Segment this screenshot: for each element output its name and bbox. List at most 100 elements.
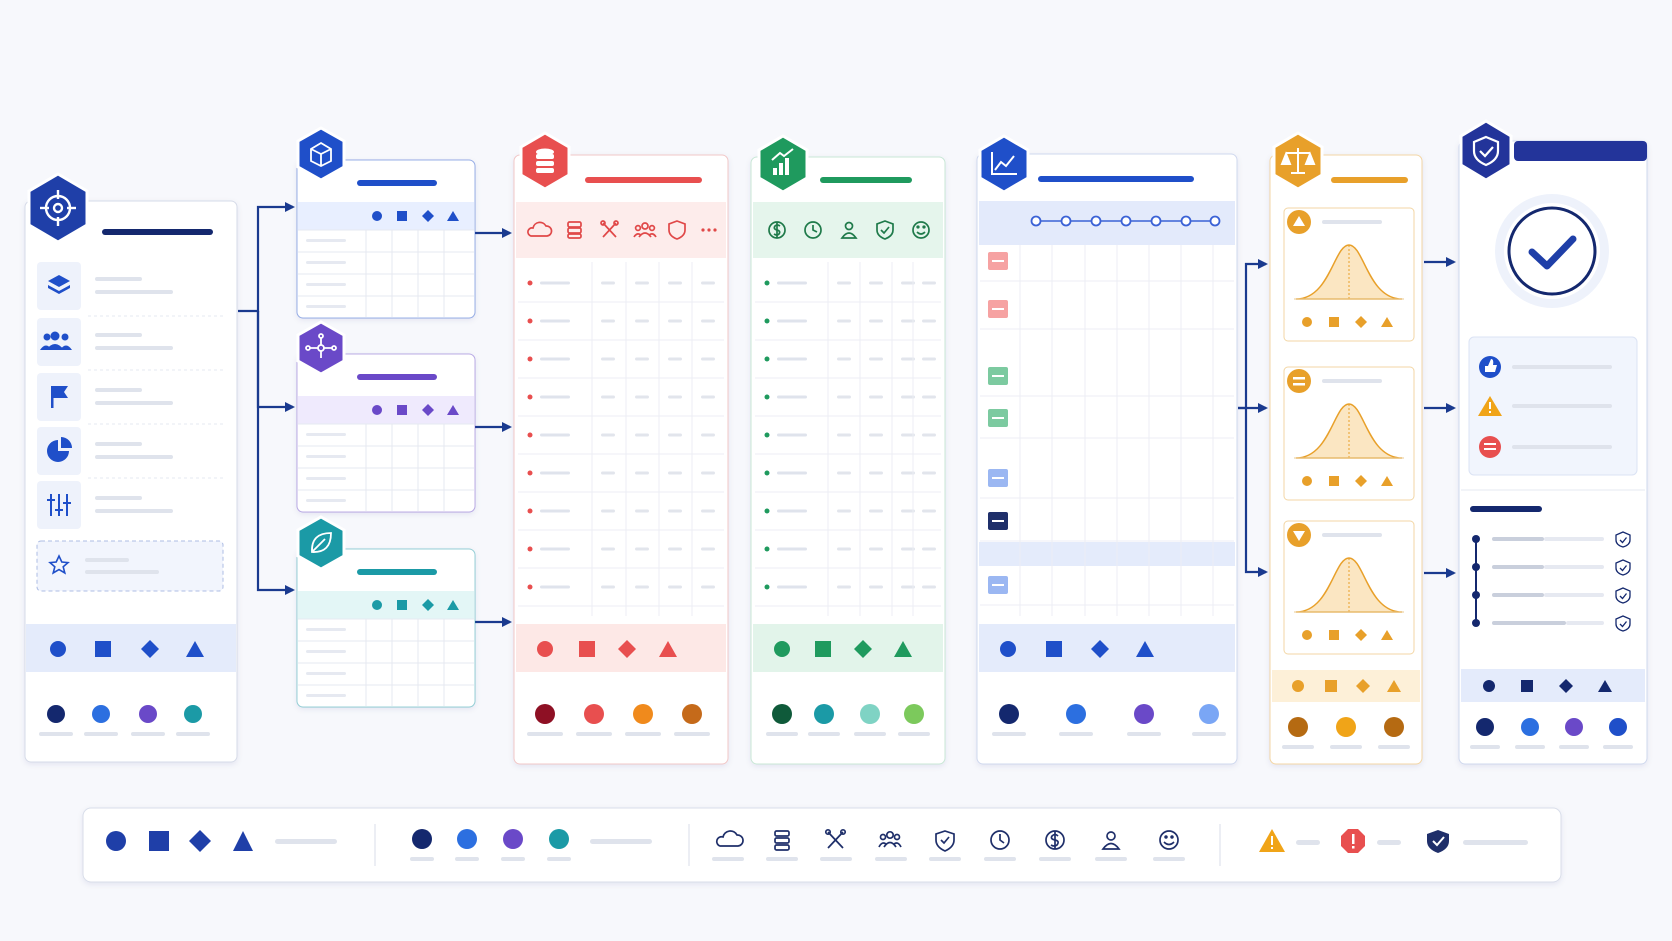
timeline-row[interactable] <box>980 300 1234 330</box>
tools-icon[interactable] <box>824 828 847 849</box>
timeline-node[interactable] <box>1120 215 1132 227</box>
dollar-icon[interactable] <box>1045 830 1065 850</box>
secure-icon[interactable] <box>1427 830 1449 853</box>
server-icon[interactable] <box>567 221 582 239</box>
table-row[interactable] <box>518 508 724 531</box>
smile-icon[interactable] <box>912 221 930 239</box>
palette-swatch[interactable] <box>1476 718 1494 736</box>
palette-swatch[interactable] <box>772 704 792 724</box>
checklist-item[interactable] <box>1472 587 1631 604</box>
palette-swatch[interactable] <box>904 704 924 724</box>
palette-swatch[interactable] <box>682 704 702 724</box>
sub-panel[interactable] <box>296 320 476 513</box>
palette-swatch[interactable] <box>1288 717 1308 737</box>
dollar-icon[interactable] <box>768 221 786 239</box>
legend-color-swatch[interactable] <box>503 829 523 849</box>
table-row[interactable] <box>518 394 724 417</box>
timeline-row[interactable] <box>980 252 1234 282</box>
timeline-node[interactable] <box>1060 215 1072 227</box>
list-item[interactable] <box>37 262 173 310</box>
table-row[interactable] <box>755 546 941 569</box>
square-shape[interactable] <box>149 831 169 851</box>
circle-shape[interactable] <box>106 831 126 851</box>
cloud-icon[interactable] <box>527 221 553 237</box>
timeline-node[interactable] <box>1209 215 1221 227</box>
checklist-item[interactable] <box>1472 559 1631 576</box>
table-row[interactable] <box>755 394 941 417</box>
list-item[interactable] <box>37 427 173 475</box>
team-icon[interactable] <box>878 830 902 848</box>
table-row[interactable] <box>518 432 724 455</box>
palette-swatch[interactable] <box>860 704 880 724</box>
status-item[interactable] <box>1479 356 1612 378</box>
table-row[interactable] <box>755 470 941 493</box>
shield-icon[interactable] <box>876 220 894 240</box>
list-item[interactable] <box>37 318 173 366</box>
timeline-row[interactable] <box>980 367 1234 397</box>
table-row[interactable] <box>755 356 941 379</box>
status-item[interactable] <box>1478 396 1612 416</box>
palette-swatch[interactable] <box>1336 717 1356 737</box>
palette-swatch[interactable] <box>184 705 202 723</box>
palette-swatch[interactable] <box>1066 704 1086 724</box>
timeline-row[interactable] <box>980 512 1234 542</box>
palette-swatch[interactable] <box>633 704 653 724</box>
sub-panel[interactable] <box>296 515 476 708</box>
diamond-shape[interactable] <box>189 830 211 852</box>
shield-icon[interactable] <box>935 830 955 852</box>
palette-swatch[interactable] <box>1384 717 1404 737</box>
table-row[interactable] <box>518 318 724 341</box>
sub-panel[interactable] <box>296 126 476 319</box>
cloud-icon[interactable] <box>715 830 744 847</box>
timeline-node[interactable] <box>1030 215 1042 227</box>
palette-swatch[interactable] <box>814 704 834 724</box>
tools-icon[interactable] <box>600 220 619 238</box>
timeline-node[interactable] <box>1090 215 1102 227</box>
smile-icon[interactable] <box>1159 830 1179 850</box>
distribution-card[interactable] <box>1283 366 1415 501</box>
table-row[interactable] <box>518 546 724 569</box>
table-row[interactable] <box>755 584 941 607</box>
list-item[interactable] <box>37 481 173 529</box>
user-icon[interactable] <box>840 221 858 239</box>
clock-icon[interactable] <box>990 830 1010 850</box>
status-item[interactable] <box>1479 436 1612 458</box>
legend-color-swatch[interactable] <box>412 829 432 849</box>
list-item[interactable] <box>37 373 173 421</box>
table-row[interactable] <box>518 280 724 303</box>
timeline-node[interactable] <box>1180 215 1192 227</box>
table-row[interactable] <box>755 280 941 303</box>
shield-icon[interactable] <box>668 220 686 240</box>
table-row[interactable] <box>518 470 724 493</box>
palette-swatch[interactable] <box>1609 718 1627 736</box>
timeline-row[interactable] <box>980 576 1234 606</box>
distribution-card[interactable] <box>1283 207 1415 342</box>
palette-swatch[interactable] <box>47 705 65 723</box>
table-row[interactable] <box>755 508 941 531</box>
distribution-card[interactable] <box>1283 520 1415 655</box>
palette-swatch[interactable] <box>1199 704 1219 724</box>
legend-color-swatch[interactable] <box>457 829 477 849</box>
more-icon[interactable] <box>701 228 717 232</box>
palette-swatch[interactable] <box>92 705 110 723</box>
timeline-row[interactable] <box>980 409 1234 439</box>
palette-swatch[interactable] <box>1565 718 1583 736</box>
team-icon[interactable] <box>633 222 657 238</box>
palette-swatch[interactable] <box>584 704 604 724</box>
checklist-item[interactable] <box>1472 615 1631 632</box>
timeline-row[interactable] <box>980 469 1234 499</box>
user-icon[interactable] <box>1101 831 1121 850</box>
clock-icon[interactable] <box>804 221 822 239</box>
triangle-shape[interactable] <box>233 831 253 851</box>
palette-swatch[interactable] <box>1521 718 1539 736</box>
checklist-item[interactable] <box>1472 531 1631 548</box>
server-icon[interactable] <box>774 830 790 851</box>
featured-item[interactable] <box>36 540 224 592</box>
table-row[interactable] <box>518 584 724 607</box>
table-row[interactable] <box>755 432 941 455</box>
palette-swatch[interactable] <box>1134 704 1154 724</box>
palette-swatch[interactable] <box>139 705 157 723</box>
palette-swatch[interactable] <box>999 704 1019 724</box>
timeline-node[interactable] <box>1150 215 1162 227</box>
palette-swatch[interactable] <box>535 704 555 724</box>
